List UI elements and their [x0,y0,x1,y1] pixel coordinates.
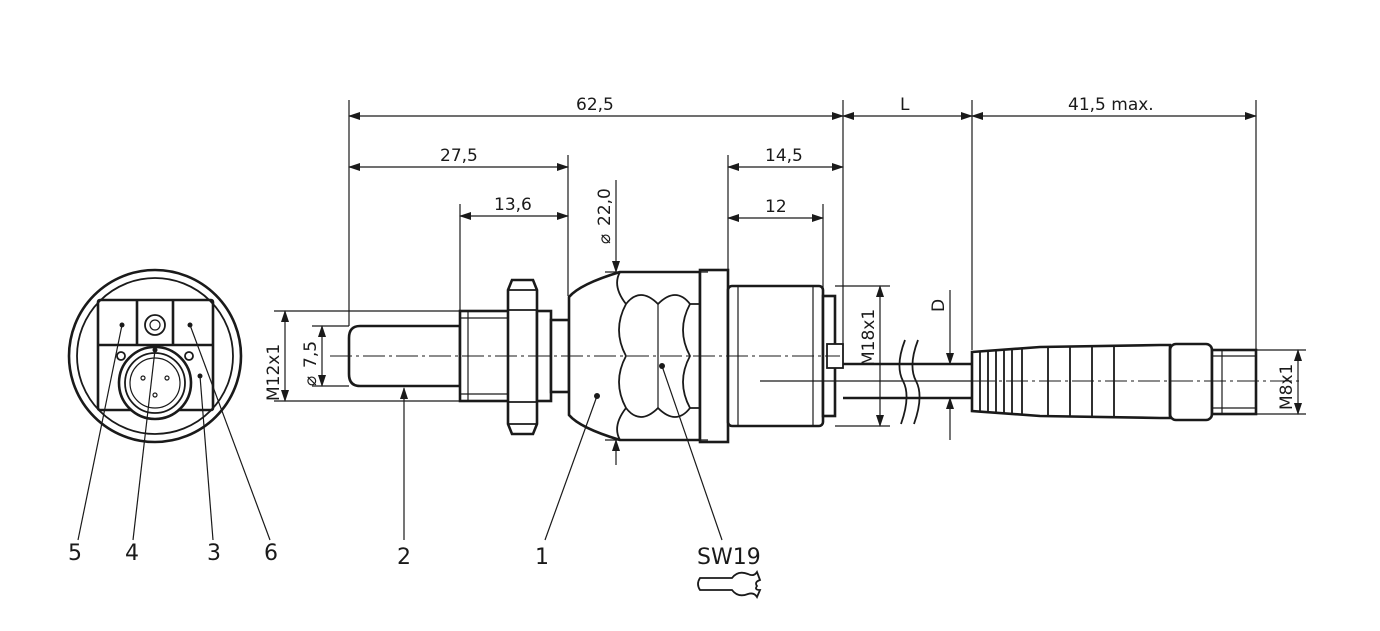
dimension-lines [274,100,1306,465]
dim-length-14: 14,5 [765,146,803,166]
callout-5: 5 [68,541,82,566]
dim-diameter-22: 22,0 [595,188,615,226]
callout-1: 1 [535,545,549,570]
dim-overall-length: 62,5 [576,95,614,115]
callout-2: 2 [397,545,411,570]
dim-thread-m18: M18x1 [859,309,879,366]
dim-length-13: 13,6 [494,195,532,215]
front-view [67,268,271,541]
dim-thread-m8: M8x1 [1277,364,1297,410]
dim-diameter-symbol-small: ⌀ [301,376,321,386]
dim-connector-length: 41,5 max. [1068,95,1154,115]
wrench-icon [697,569,762,599]
side-view [330,268,1300,541]
callout-6: 6 [264,541,278,566]
dim-length-27: 27,5 [440,146,478,166]
callout-4: 4 [125,541,139,566]
dim-thread-m12: M12x1 [264,344,284,401]
dim-diameter-symbol: ⌀ [595,234,615,244]
dim-diameter-7: 7,5 [301,341,321,368]
callout-sw19: SW19 [697,545,761,570]
callout-3: 3 [207,541,221,566]
dim-cable-length: L [900,95,910,115]
dim-cable-diameter: D [929,299,949,312]
dim-length-12: 12 [765,197,787,217]
